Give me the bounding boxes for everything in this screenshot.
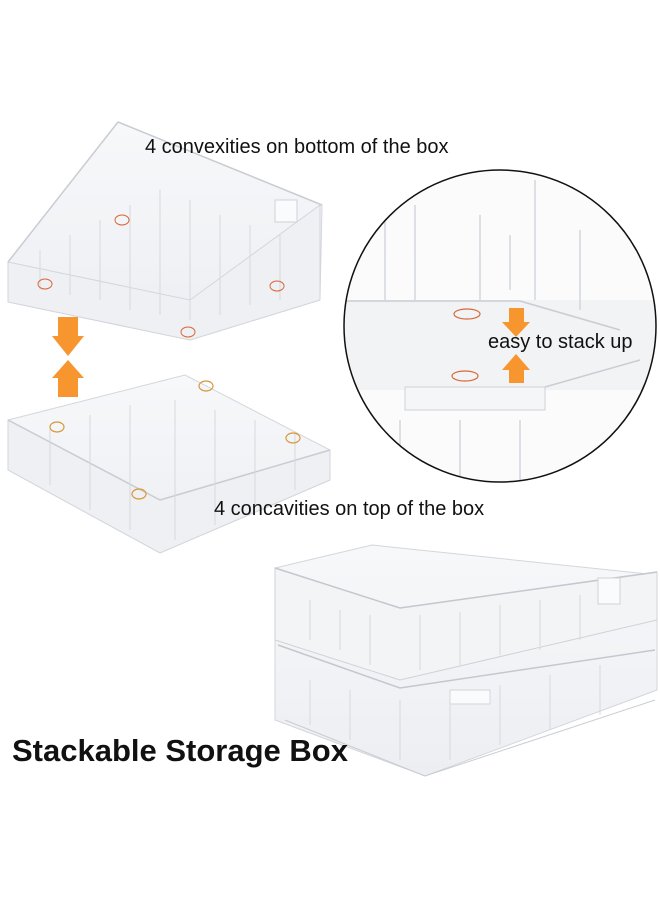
converging-arrows-icon — [52, 317, 84, 397]
stacked-boxes — [274, 544, 658, 777]
stack-callout: easy to stack up — [488, 331, 633, 353]
detail-arrows-icon — [502, 308, 530, 383]
box-bottom-view — [7, 121, 323, 341]
convexities-caption: 4 convexities on bottom of the box — [145, 136, 449, 158]
product-title: Stackable Storage Box — [12, 733, 348, 768]
concavities-caption: 4 concavities on top of the box — [214, 498, 485, 520]
box-top-view — [7, 374, 331, 554]
detail-zoom-circle — [343, 169, 657, 483]
